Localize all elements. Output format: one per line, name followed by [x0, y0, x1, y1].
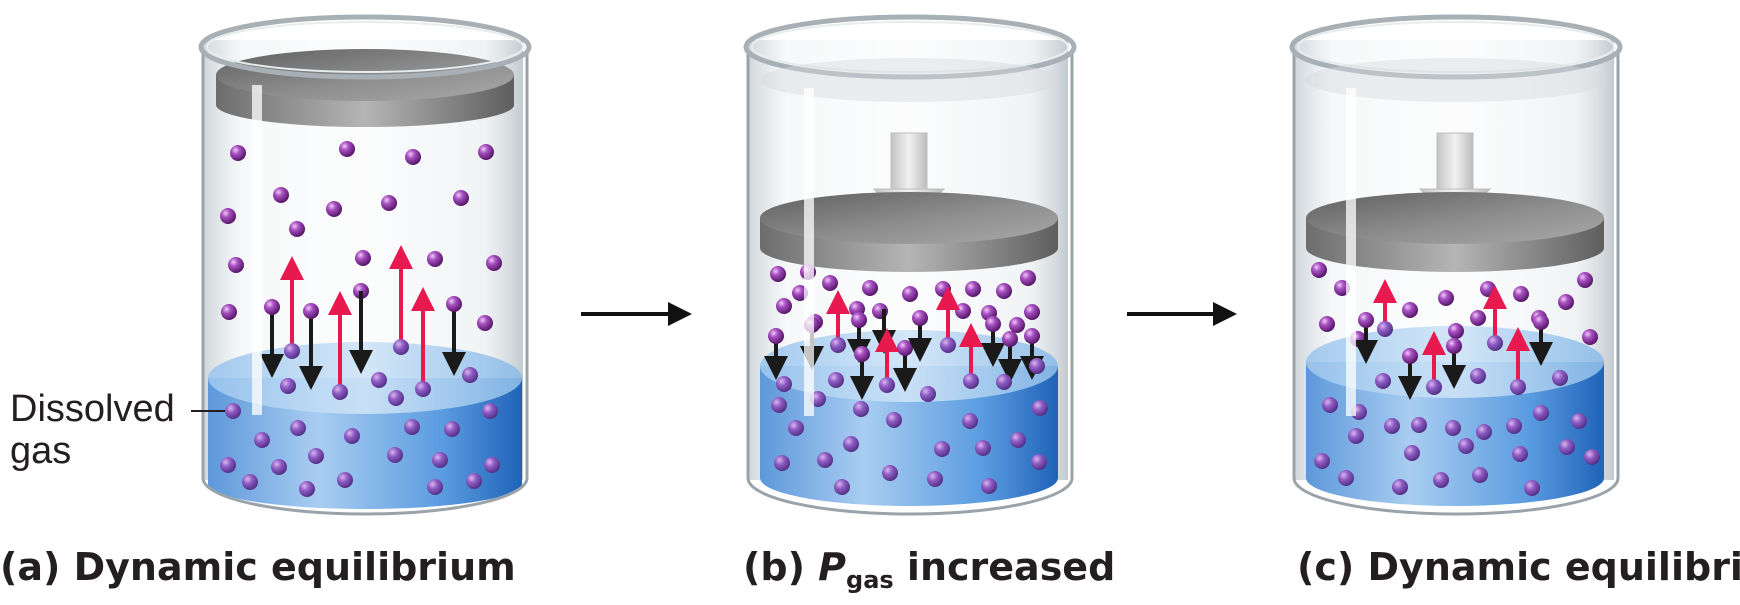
caption-b-subscript: gas: [846, 566, 894, 594]
caption-b: (b) Pgas increased: [743, 548, 1115, 592]
piston-b: [760, 192, 1058, 272]
caption-b-suffix: increased: [893, 545, 1116, 589]
beaker-b: [743, 14, 1077, 516]
liquid-a: [208, 378, 522, 509]
caption-a-prefix: (a): [0, 545, 74, 589]
piston-c: [1306, 192, 1604, 272]
dissolved-gas-label-line1: Dissolved: [10, 388, 175, 430]
caption-b-prefix: (b): [743, 545, 819, 589]
caption-b-symbol: P: [818, 545, 847, 589]
process-arrow-1: [581, 302, 692, 326]
beaker-c: [1289, 14, 1623, 516]
gas-molecules-a: [220, 141, 502, 331]
dissolved-molecules-a: [220, 367, 500, 497]
exchange-arrows-c: [1354, 279, 1553, 400]
dissolved-gas-label: Dissolved gas: [10, 388, 175, 472]
dissolved-molecules-b: [771, 358, 1048, 495]
exchange-arrows-a: [260, 245, 466, 400]
caption-c-title: Dynamic equilibrium: [1367, 545, 1740, 589]
dissolved-molecules-c: [1314, 368, 1600, 496]
dissolved-gas-label-line2: gas: [10, 430, 72, 472]
caption-c-prefix: (c): [1297, 545, 1368, 589]
liquid-b: [760, 366, 1058, 506]
caption-c: (c) Dynamic equilibrium: [1297, 548, 1740, 586]
caption-a: (a) Dynamic equilibrium: [0, 548, 516, 586]
caption-a-title: Dynamic equilibrium: [73, 545, 516, 589]
process-arrow-2: [1127, 302, 1237, 326]
beaker-a: [191, 14, 532, 516]
